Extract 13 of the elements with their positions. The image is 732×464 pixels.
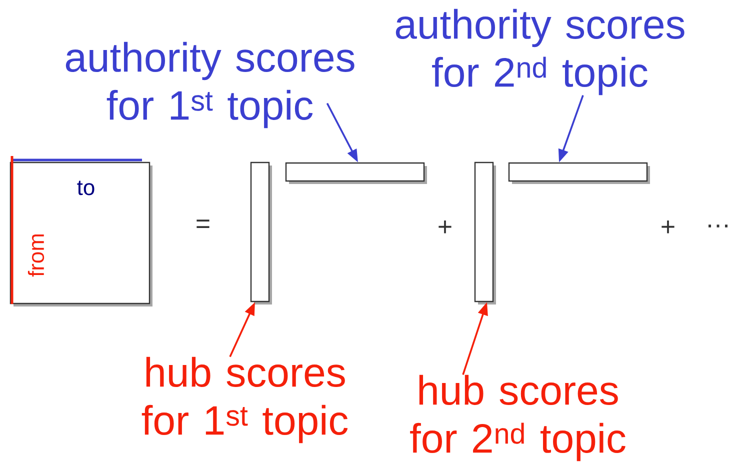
- row-vector: [285, 162, 427, 184]
- matrix-square: to from: [10, 156, 152, 306]
- operator-sign: +: [438, 220, 452, 234]
- operator-sign: +: [662, 220, 674, 234]
- operator-sign: =: [196, 220, 210, 228]
- column-vector: [474, 162, 496, 304]
- column-vector: [250, 162, 272, 304]
- operator-sign: …: [708, 224, 728, 228]
- row-vector: [508, 162, 650, 184]
- annotation-text: hub scores for 2$^{nd}$ topic: [410, 374, 626, 462]
- annotation-text: authority scores for 1$^{st}$ topic: [66, 42, 354, 128]
- annotation-text: authority scores for 2$^{nd}$ topic: [396, 8, 684, 96]
- annotation-text: hub scores for 1$^{st}$ topic: [142, 356, 348, 444]
